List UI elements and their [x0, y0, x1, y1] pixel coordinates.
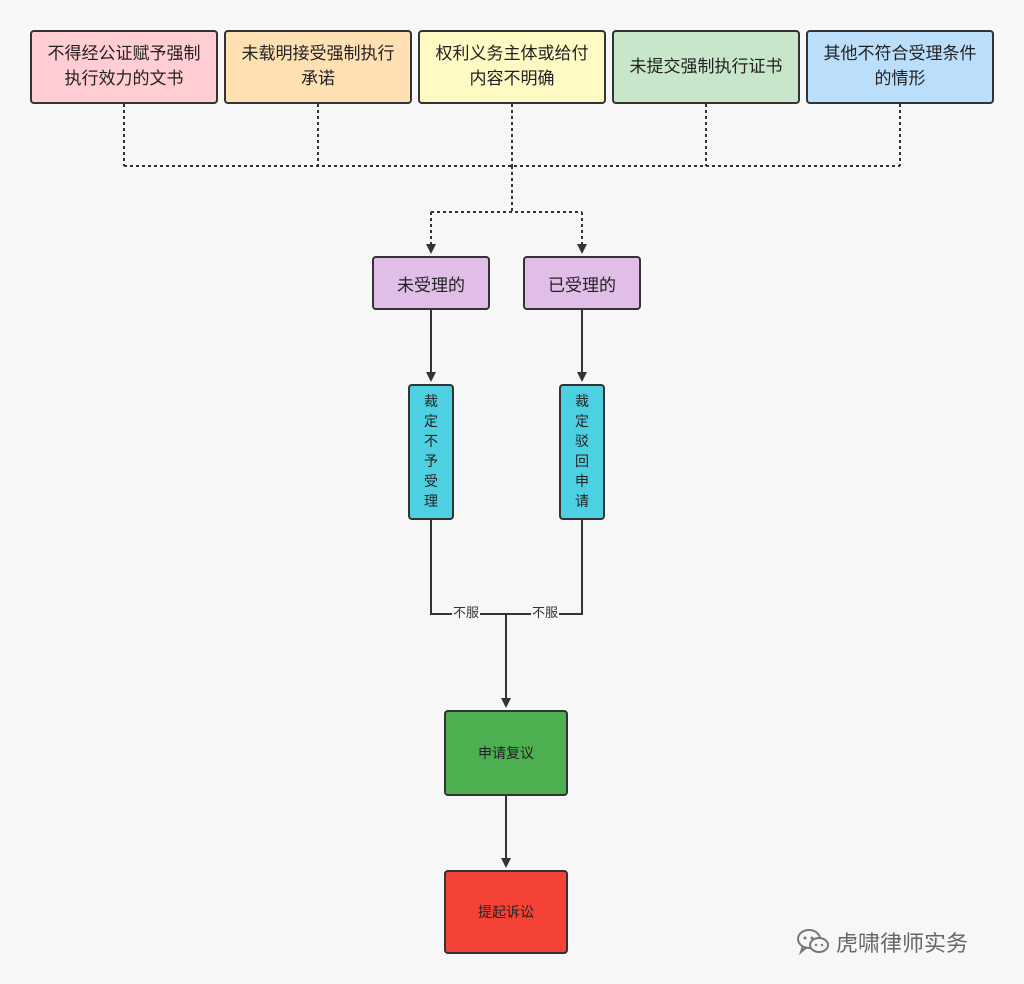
not-accepted-node: 未受理的: [372, 256, 490, 310]
accepted-label: 已受理的: [548, 275, 616, 296]
reason-text-3: 权利义务主体或给付内容不明确: [435, 44, 589, 89]
edge-label-left: 不服: [452, 606, 481, 622]
refuse-ruling-node: 裁定不予受理: [408, 384, 454, 520]
refuse-ruling-label: 裁定不予受理: [424, 394, 438, 510]
lawsuit-node: 提起诉讼: [444, 870, 568, 954]
watermark-text: 虎啸律师实务: [836, 932, 969, 957]
line-from-dismiss-ruling: [506, 520, 583, 615]
reason-text-2: 未载明接受强制执行承诺: [241, 44, 395, 89]
accepted-node: 已受理的: [523, 256, 641, 310]
reason-box-4: 未提交强制执行证书: [612, 30, 800, 104]
lawsuit-label: 提起诉讼: [478, 905, 534, 921]
dismiss-ruling-label: 裁定驳回申请: [575, 394, 589, 510]
reason-text-4: 未提交强制执行证书: [629, 56, 783, 77]
edge-label-right: 不服: [531, 606, 560, 622]
review-node: 申请复议: [444, 710, 568, 796]
reason-box-1: 不得经公证赋予强制执行效力的文书: [30, 30, 218, 104]
not-accepted-label: 未受理的: [397, 275, 465, 296]
dismiss-ruling-node: 裁定驳回申请: [559, 384, 605, 520]
watermark: 虎啸律师实务: [796, 926, 968, 958]
line-from-refuse-ruling: [430, 520, 506, 615]
reason-text-5: 其他不符合受理条件的情形: [823, 44, 977, 89]
wechat-icon: [797, 929, 829, 956]
reason-box-2: 未载明接受强制执行承诺: [224, 30, 412, 104]
review-label: 申请复议: [478, 746, 534, 762]
reason-box-3: 权利义务主体或给付内容不明确: [418, 30, 606, 104]
reason-text-1: 不得经公证赋予强制执行效力的文书: [47, 44, 201, 89]
reason-box-5: 其他不符合受理条件的情形: [806, 30, 994, 104]
